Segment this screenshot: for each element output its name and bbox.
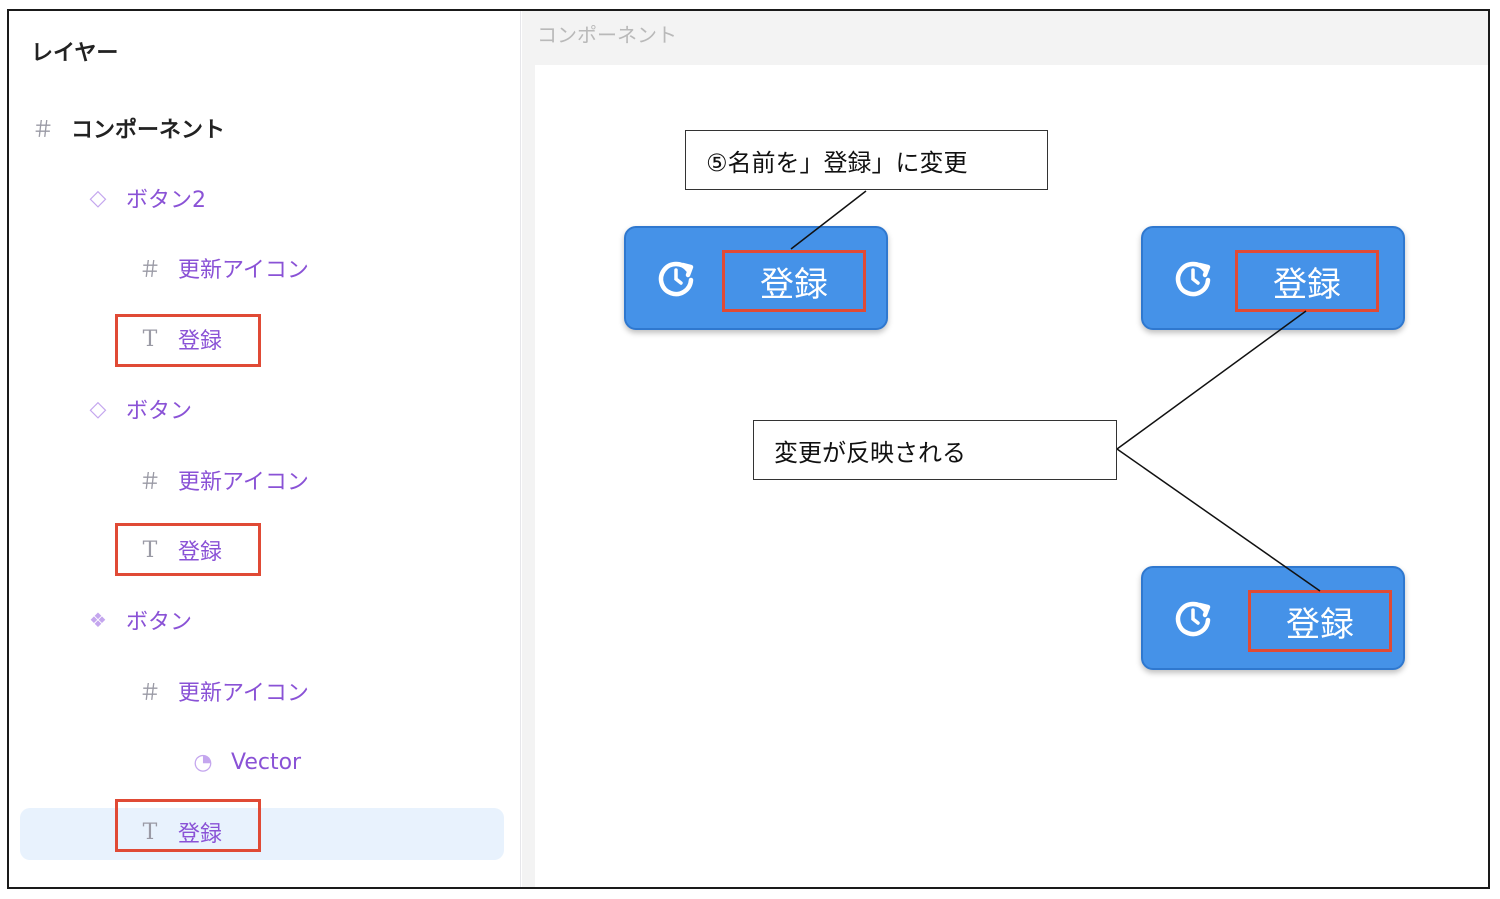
layer-label: ボタン2: [126, 188, 206, 213]
diamond-icon: ◇: [89, 396, 107, 422]
layer-item-component[interactable]: ＃ コンポーネント: [29, 102, 529, 154]
selected-layer-highlight: [20, 808, 504, 860]
connector-line: [1116, 448, 1321, 592]
text-icon: T: [142, 819, 158, 845]
connector-line: [1116, 310, 1307, 450]
layer-item-text-register[interactable]: T 登録: [136, 313, 636, 365]
component-button-instance-2[interactable]: 登録: [1141, 226, 1405, 330]
frame-name-label: コンポーネント: [537, 23, 677, 47]
highlight-box: [115, 523, 261, 576]
layer-item-refresh-icon[interactable]: ＃ 更新アイコン: [136, 665, 636, 717]
frame-icon: ＃: [138, 681, 161, 706]
component-button-instance-1[interactable]: 登録: [624, 226, 888, 330]
component-button-main[interactable]: 登録: [1141, 566, 1405, 670]
layer-item-refresh-icon[interactable]: ＃ 更新アイコン: [136, 242, 636, 294]
callout-text: ⑤名前を」登録」に変更: [706, 148, 968, 177]
text-icon: T: [142, 326, 158, 352]
layer-item-vector[interactable]: ◔ Vector: [189, 736, 689, 788]
frame-icon: ＃: [31, 118, 54, 143]
layer-label: 登録: [178, 822, 223, 847]
refresh-icon: [1175, 601, 1211, 637]
text-icon: T: [142, 537, 158, 563]
layers-panel-title: レイヤー: [31, 41, 119, 66]
layer-item-text-register-selected[interactable]: T 登録: [136, 806, 636, 858]
button-label: 登録: [722, 250, 866, 312]
layer-item-refresh-icon[interactable]: ＃ 更新アイコン: [136, 454, 636, 506]
button-label: 登録: [1248, 590, 1392, 652]
layer-label: 登録: [178, 329, 223, 354]
layer-label: ボタン: [126, 399, 193, 424]
vector-icon: ◔: [193, 749, 213, 775]
frame-icon: ＃: [138, 258, 161, 283]
layers-panel: レイヤー ＃ コンポーネント ◇ ボタン2 ＃ 更新アイコン T 登録 ◇ ボタ…: [9, 11, 521, 887]
diamond-icon: ◇: [89, 185, 107, 211]
callout-reflected: 変更が反映される: [753, 420, 1117, 480]
layer-label: 登録: [178, 540, 223, 565]
callout-rename: ⑤名前を」登録」に変更: [685, 130, 1048, 190]
layer-item-text-register[interactable]: T 登録: [136, 524, 636, 576]
layer-item-button[interactable]: ◇ ボタン: [84, 383, 584, 435]
highlight-box: [115, 314, 261, 367]
highlight-box: [115, 799, 261, 852]
button-label: 登録: [1235, 250, 1379, 312]
layer-label: コンポーネント: [71, 118, 226, 143]
refresh-icon: [658, 261, 694, 297]
layer-label: 更新アイコン: [178, 258, 309, 283]
frame-icon: ＃: [138, 470, 161, 495]
layer-label: 更新アイコン: [178, 681, 309, 706]
layer-item-button-main-component[interactable]: ❖ ボタン: [84, 594, 584, 646]
layer-label: 更新アイコン: [178, 470, 309, 495]
layer-item-button2[interactable]: ◇ ボタン2: [84, 172, 584, 224]
layer-label: Vector: [231, 749, 302, 775]
connector-line: [790, 190, 867, 250]
component-icon: ❖: [89, 608, 107, 632]
callout-text: 変更が反映される: [774, 438, 966, 467]
layer-label: ボタン: [126, 610, 193, 635]
refresh-icon: [1175, 261, 1211, 297]
